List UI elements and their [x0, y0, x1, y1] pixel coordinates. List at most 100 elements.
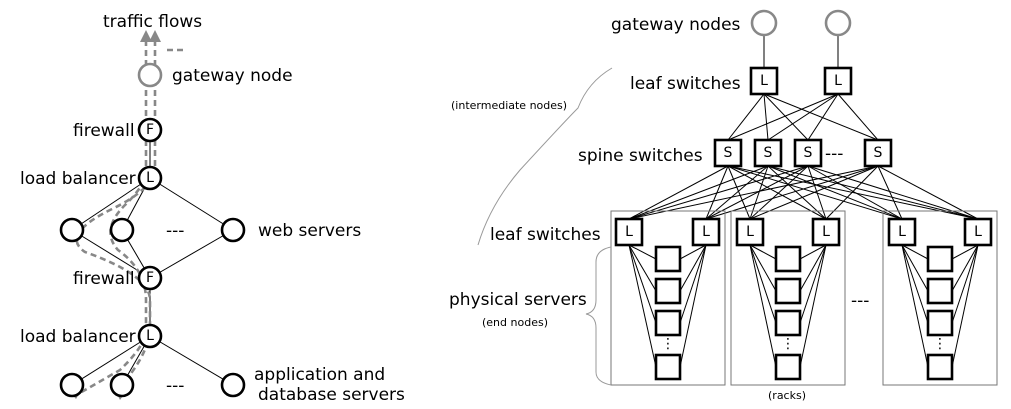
edge-rack3-leafA-server1 [901, 244, 929, 260]
rack-content: ⋮⋮⋮ [628, 244, 979, 381]
edge-spine3-rackleaf2 [705, 165, 809, 220]
edge-spine3-rackleaf3 [749, 165, 809, 220]
app-server-node-1 [59, 372, 85, 398]
edge-spine1-rackleaf3 [727, 165, 751, 220]
edge-leaf1-spine3 [763, 93, 809, 141]
web-server-node-3 [220, 217, 246, 243]
firewall-glyph-top: F [146, 122, 154, 138]
spine-switch-1 [713, 138, 743, 168]
server-rack2-1 [774, 245, 802, 273]
edge-rack2-leafB-server1 [799, 244, 827, 260]
edge-spine4-rackleaf6 [877, 165, 979, 220]
spine-ellipsis: --- [825, 144, 843, 164]
server-rack3-3 [926, 309, 954, 337]
edge-leaf2-spine4 [837, 93, 879, 141]
server-rack1-4 [654, 353, 682, 381]
edge-leaf2-spine3 [807, 93, 839, 141]
spine-glyph-2: S [764, 145, 773, 161]
traffic-arrowhead-1 [140, 30, 152, 42]
edge-rack3-leafA-server3 [901, 244, 929, 324]
edge-spine4-rackleaf2 [705, 165, 879, 220]
intermediate-brace [477, 67, 613, 246]
rack-frame-1 [610, 210, 726, 386]
edge-spine1-rackleaf1 [628, 165, 729, 220]
edge-spine4-rackleaf5 [877, 165, 903, 220]
leaf-switches-top-label: leaf switches [630, 74, 741, 94]
gateway-node [137, 62, 163, 88]
edge-rack3-leafA-server4 [901, 244, 929, 368]
load-balancer-label-bottom: load balancer [20, 327, 136, 347]
app-server-node-2 [109, 372, 135, 398]
rack-leaf-3a [887, 217, 917, 247]
edge-leaf2-spine2 [767, 93, 839, 141]
racks-label: (racks) [768, 389, 806, 402]
intermediate-nodes-label: (intermediate nodes) [451, 99, 567, 112]
edge-web3-fw [149, 229, 234, 279]
rack-frame-2 [730, 210, 846, 386]
edge-spine4-rackleaf4 [825, 165, 879, 220]
rack-leaf-glyph-1b: L [702, 224, 710, 240]
load-balancer-node-top [137, 165, 163, 191]
edge-spine2-rackleaf6 [767, 165, 979, 220]
edge-lb-web1 [71, 177, 151, 231]
edge-rack3-leafB-server2 [951, 244, 979, 292]
load-balancer-label-top: load balancer [20, 169, 136, 189]
lb-glyph-bottom: L [146, 328, 154, 344]
edge-rack3-leafB-server4 [951, 244, 979, 368]
server-rack1-1 [654, 245, 682, 273]
edge-rack2-leafA-server2 [749, 244, 777, 292]
app-server-node-3 [220, 372, 246, 398]
leaf-switch-top-2 [823, 66, 853, 96]
web-server-node-2 [109, 217, 135, 243]
edge-spine2-rackleaf3 [749, 165, 769, 220]
rack-leaf-1b [691, 217, 721, 247]
edge-rack1-leafA-server4 [628, 244, 657, 368]
rack-leaf-glyph-3a: L [898, 224, 906, 240]
edge-rack2-leafA-server3 [749, 244, 777, 324]
edge-rack1-leafA-server3 [628, 244, 657, 324]
edge-rack1-leafB-server3 [679, 244, 707, 324]
edge-spine2-rackleaf2 [705, 165, 769, 220]
traffic-arrowhead-2 [149, 30, 161, 42]
traffic-flow-path-2 [75, 40, 157, 395]
server-rack2-3 [774, 309, 802, 337]
edge-spine4-rackleaf3 [749, 165, 879, 220]
edge-spine2-rackleaf1 [628, 165, 769, 220]
rack-leaf-2b [811, 217, 841, 247]
edge-leaf1-spine1 [727, 93, 765, 141]
edge-rack2-leafA-server4 [749, 244, 777, 368]
edge-spine3-rackleaf4 [807, 165, 827, 220]
rack-vdots-2: ⋮ [781, 336, 795, 352]
edge-rack3-leafA-server2 [901, 244, 929, 292]
edge-rack1-leafA-server2 [628, 244, 657, 292]
edge-rack1-leafA-server1 [628, 244, 657, 260]
leaf-glyph-top-1: L [760, 73, 768, 89]
edge-rack1-leafB-server2 [679, 244, 707, 292]
edge-spine3-rackleaf1 [628, 165, 809, 220]
firewall-label-top: firewall [73, 121, 135, 141]
firewall-glyph-bottom: F [146, 270, 154, 286]
edge-leaf2-spine1 [727, 93, 839, 141]
edge-rack3-leafB-server1 [951, 244, 979, 260]
leaf-switch-top-1 [749, 66, 779, 96]
server-rack1-3 [654, 309, 682, 337]
leaf-glyph-top-2: L [834, 73, 842, 89]
gateway-node-2 [824, 9, 852, 37]
right-leafspine-diagram: ⋮⋮⋮ L L S S S --- S L L L L L L --- [449, 9, 998, 402]
rack-leaf-2a [735, 217, 765, 247]
leaf-switches-bottom-label: leaf switches [490, 225, 601, 245]
edge-rack1-leafB-server1 [679, 244, 707, 260]
edge-rack2-leafA-server1 [749, 244, 777, 260]
lb-glyph-top: L [146, 170, 154, 186]
racks-ellipsis: --- [851, 291, 869, 311]
app-db-label-line1: application and [254, 365, 385, 385]
web-server-node-1 [59, 217, 85, 243]
server-rack3-1 [926, 245, 954, 273]
app-db-label-line2: database servers [258, 385, 405, 405]
edge-leaf1-spine2 [763, 93, 769, 141]
spine-glyph-1: S [724, 145, 733, 161]
gateway-node-label: gateway node [172, 66, 293, 86]
edge-lb-app3 [149, 335, 234, 386]
edge-leaf1-spine4 [763, 93, 879, 141]
server-rack1-2 [654, 277, 682, 305]
